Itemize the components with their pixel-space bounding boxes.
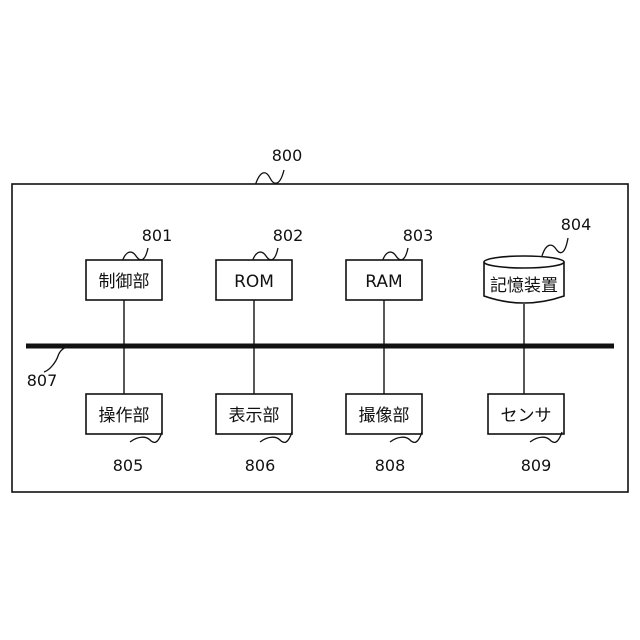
operation-unit-label: 操作部 (99, 406, 150, 426)
control-unit-block: 制御部 (86, 260, 162, 300)
display-ref-label: 806 (245, 456, 276, 475)
display-unit-label: 表示部 (229, 406, 280, 426)
storage-block: 記憶装置 (484, 256, 564, 303)
imaging-ref-label: 808 (375, 456, 406, 475)
rom-ref-label: 802 (273, 226, 304, 245)
ram-block: RAM (346, 260, 422, 300)
imaging-unit-label: 撮像部 (359, 406, 410, 426)
system-frame (12, 184, 628, 492)
storage-label: 記憶装置 (490, 276, 558, 296)
control-unit-label: 制御部 (99, 272, 150, 292)
rom-label: ROM (234, 272, 274, 292)
imaging-unit-block: 撮像部 (346, 394, 422, 434)
sensor-label: センサ (501, 406, 552, 426)
system-ref-label: 800 (272, 146, 303, 165)
operation-unit-block: 操作部 (86, 394, 162, 434)
ram-label: RAM (365, 272, 402, 292)
storage-cylinder-top (484, 256, 564, 268)
rom-block: ROM (216, 260, 292, 300)
operation-ref-label: 805 (113, 456, 144, 475)
sensor-block: センサ (488, 394, 564, 434)
storage-ref-label: 804 (561, 215, 592, 234)
control-ref-label: 801 (142, 226, 173, 245)
bus-ref-label: 807 (27, 371, 58, 390)
ram-ref-label: 803 (403, 226, 434, 245)
display-unit-block: 表示部 (216, 394, 292, 434)
sensor-ref-label: 809 (521, 456, 552, 475)
